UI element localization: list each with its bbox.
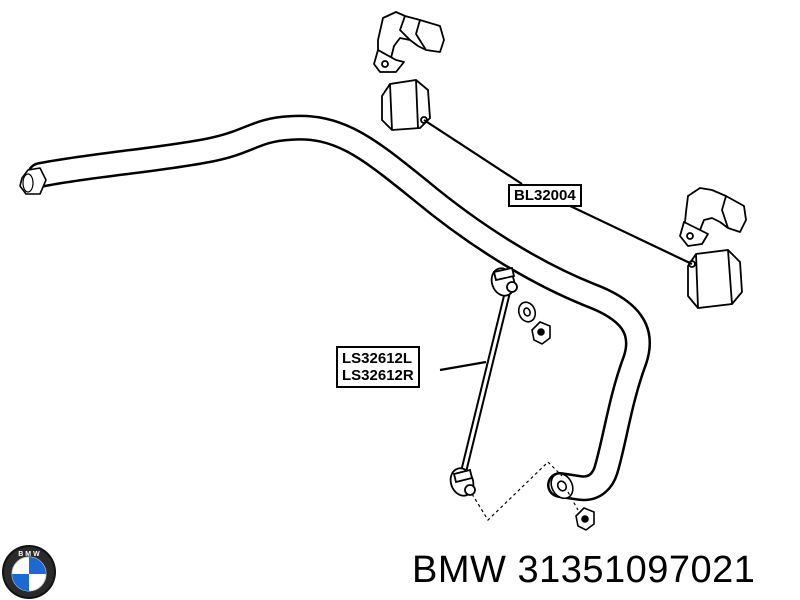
washer-and-nut-upper (517, 301, 551, 345)
leader-lines (423, 119, 693, 372)
logo-lettering: B M W (18, 551, 40, 558)
brand-name: BMW (412, 549, 507, 591)
bushing-part-label: BL32004 (508, 184, 582, 207)
bushing-upper (381, 79, 431, 131)
link-part-label: LS32612L LS32612R (336, 346, 420, 388)
stabilizer-bar (19, 114, 651, 502)
part-number-footer: BMW 31351097021 (412, 548, 755, 592)
link-left-label: LS32612L (342, 350, 413, 367)
stabilizer-link (449, 266, 518, 497)
part-number: 31351097021 (517, 549, 756, 591)
mounting-bracket-lower (679, 187, 747, 247)
bushing-lower (687, 249, 743, 309)
lower-mount (471, 461, 595, 531)
link-right-label: LS32612R (342, 367, 414, 384)
bmw-logo: B M W (2, 545, 56, 599)
mounting-bracket-upper (373, 11, 445, 73)
